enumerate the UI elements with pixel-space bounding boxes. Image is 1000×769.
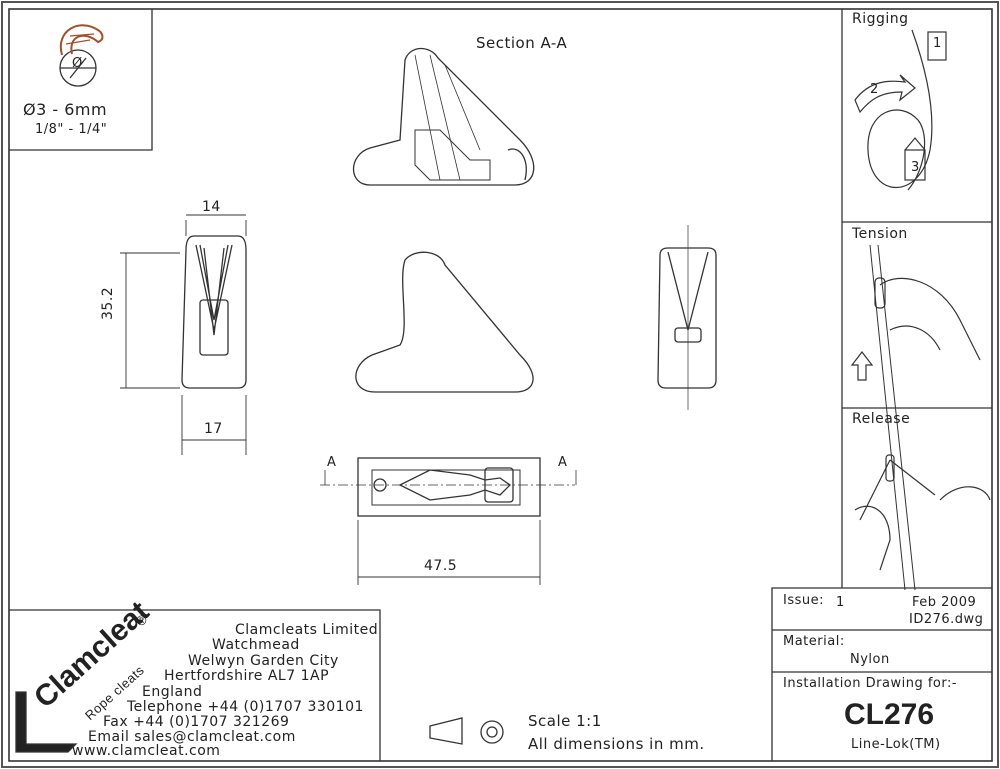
diameter-symbol: Ø — [72, 56, 83, 71]
rope-diameter: Ø3 - 6mm — [23, 100, 108, 119]
units-note: All dimensions in mm. — [528, 735, 705, 753]
rope-icon — [59, 24, 104, 87]
dim-height: 35.2 — [100, 286, 116, 320]
clamcleat-logo-mark — [15, 691, 78, 753]
rigging-step-3: 3 — [911, 160, 920, 175]
bottom-view — [320, 457, 577, 585]
panel-title-release: Release — [852, 411, 911, 427]
inner-frame — [8, 8, 993, 762]
side-view-left — [120, 214, 247, 455]
product-name: Line-Lok(TM) — [851, 737, 941, 752]
issue-date: Feb 2009 — [912, 595, 977, 610]
plan-view-center — [355, 251, 534, 393]
material-value: Nylon — [850, 652, 890, 667]
rope-size-box — [9, 9, 153, 151]
company-fax: Fax +44 (0)1707 321269 — [103, 714, 290, 730]
panel-title-rigging: Rigging — [852, 11, 909, 27]
material-label: Material: — [783, 634, 845, 649]
release-illustration — [854, 454, 991, 571]
company-website[interactable]: www.clamcleat.com — [72, 743, 221, 759]
company-street: Watchmead — [212, 637, 300, 653]
dim-length: 47.5 — [424, 558, 458, 574]
panel-title-tension: Tension — [852, 226, 908, 242]
section-title: Section A-A — [476, 34, 568, 52]
section-marker-right: A — [558, 455, 568, 470]
company-email[interactable]: Email sales@clamcleat.com — [88, 729, 296, 745]
drawing-for-label: Installation Drawing for:- — [783, 676, 958, 691]
company-country: England — [142, 684, 203, 700]
rope-diameter-imperial: 1/8" - 1/4" — [35, 122, 108, 137]
dim-width-bottom: 17 — [204, 421, 223, 437]
company-city: Welwyn Garden City — [188, 653, 339, 669]
rigging-step-2: 2 — [870, 82, 879, 97]
section-marker-left: A — [327, 455, 337, 470]
company-county: Hertfordshire AL7 1AP — [164, 668, 330, 684]
company-name: Clamcleats Limited — [235, 622, 379, 638]
projection-symbol — [429, 717, 504, 745]
rigging-step-1: 1 — [933, 36, 942, 51]
issue-number: 1 — [836, 595, 845, 610]
drawing-file: ID276.dwg — [909, 612, 984, 627]
company-telephone: Telephone +44 (0)1707 330101 — [127, 699, 364, 715]
end-view-right — [657, 225, 717, 410]
dim-width-top: 14 — [202, 199, 221, 215]
tension-illustration — [850, 244, 981, 591]
logo-registered: ® — [135, 614, 149, 629]
scale-label: Scale 1:1 — [528, 712, 602, 730]
part-number: CL276 — [844, 698, 935, 731]
rigging-illustration — [854, 29, 947, 191]
section-a-a-view — [353, 47, 535, 186]
issue-label: Issue: — [783, 593, 824, 608]
